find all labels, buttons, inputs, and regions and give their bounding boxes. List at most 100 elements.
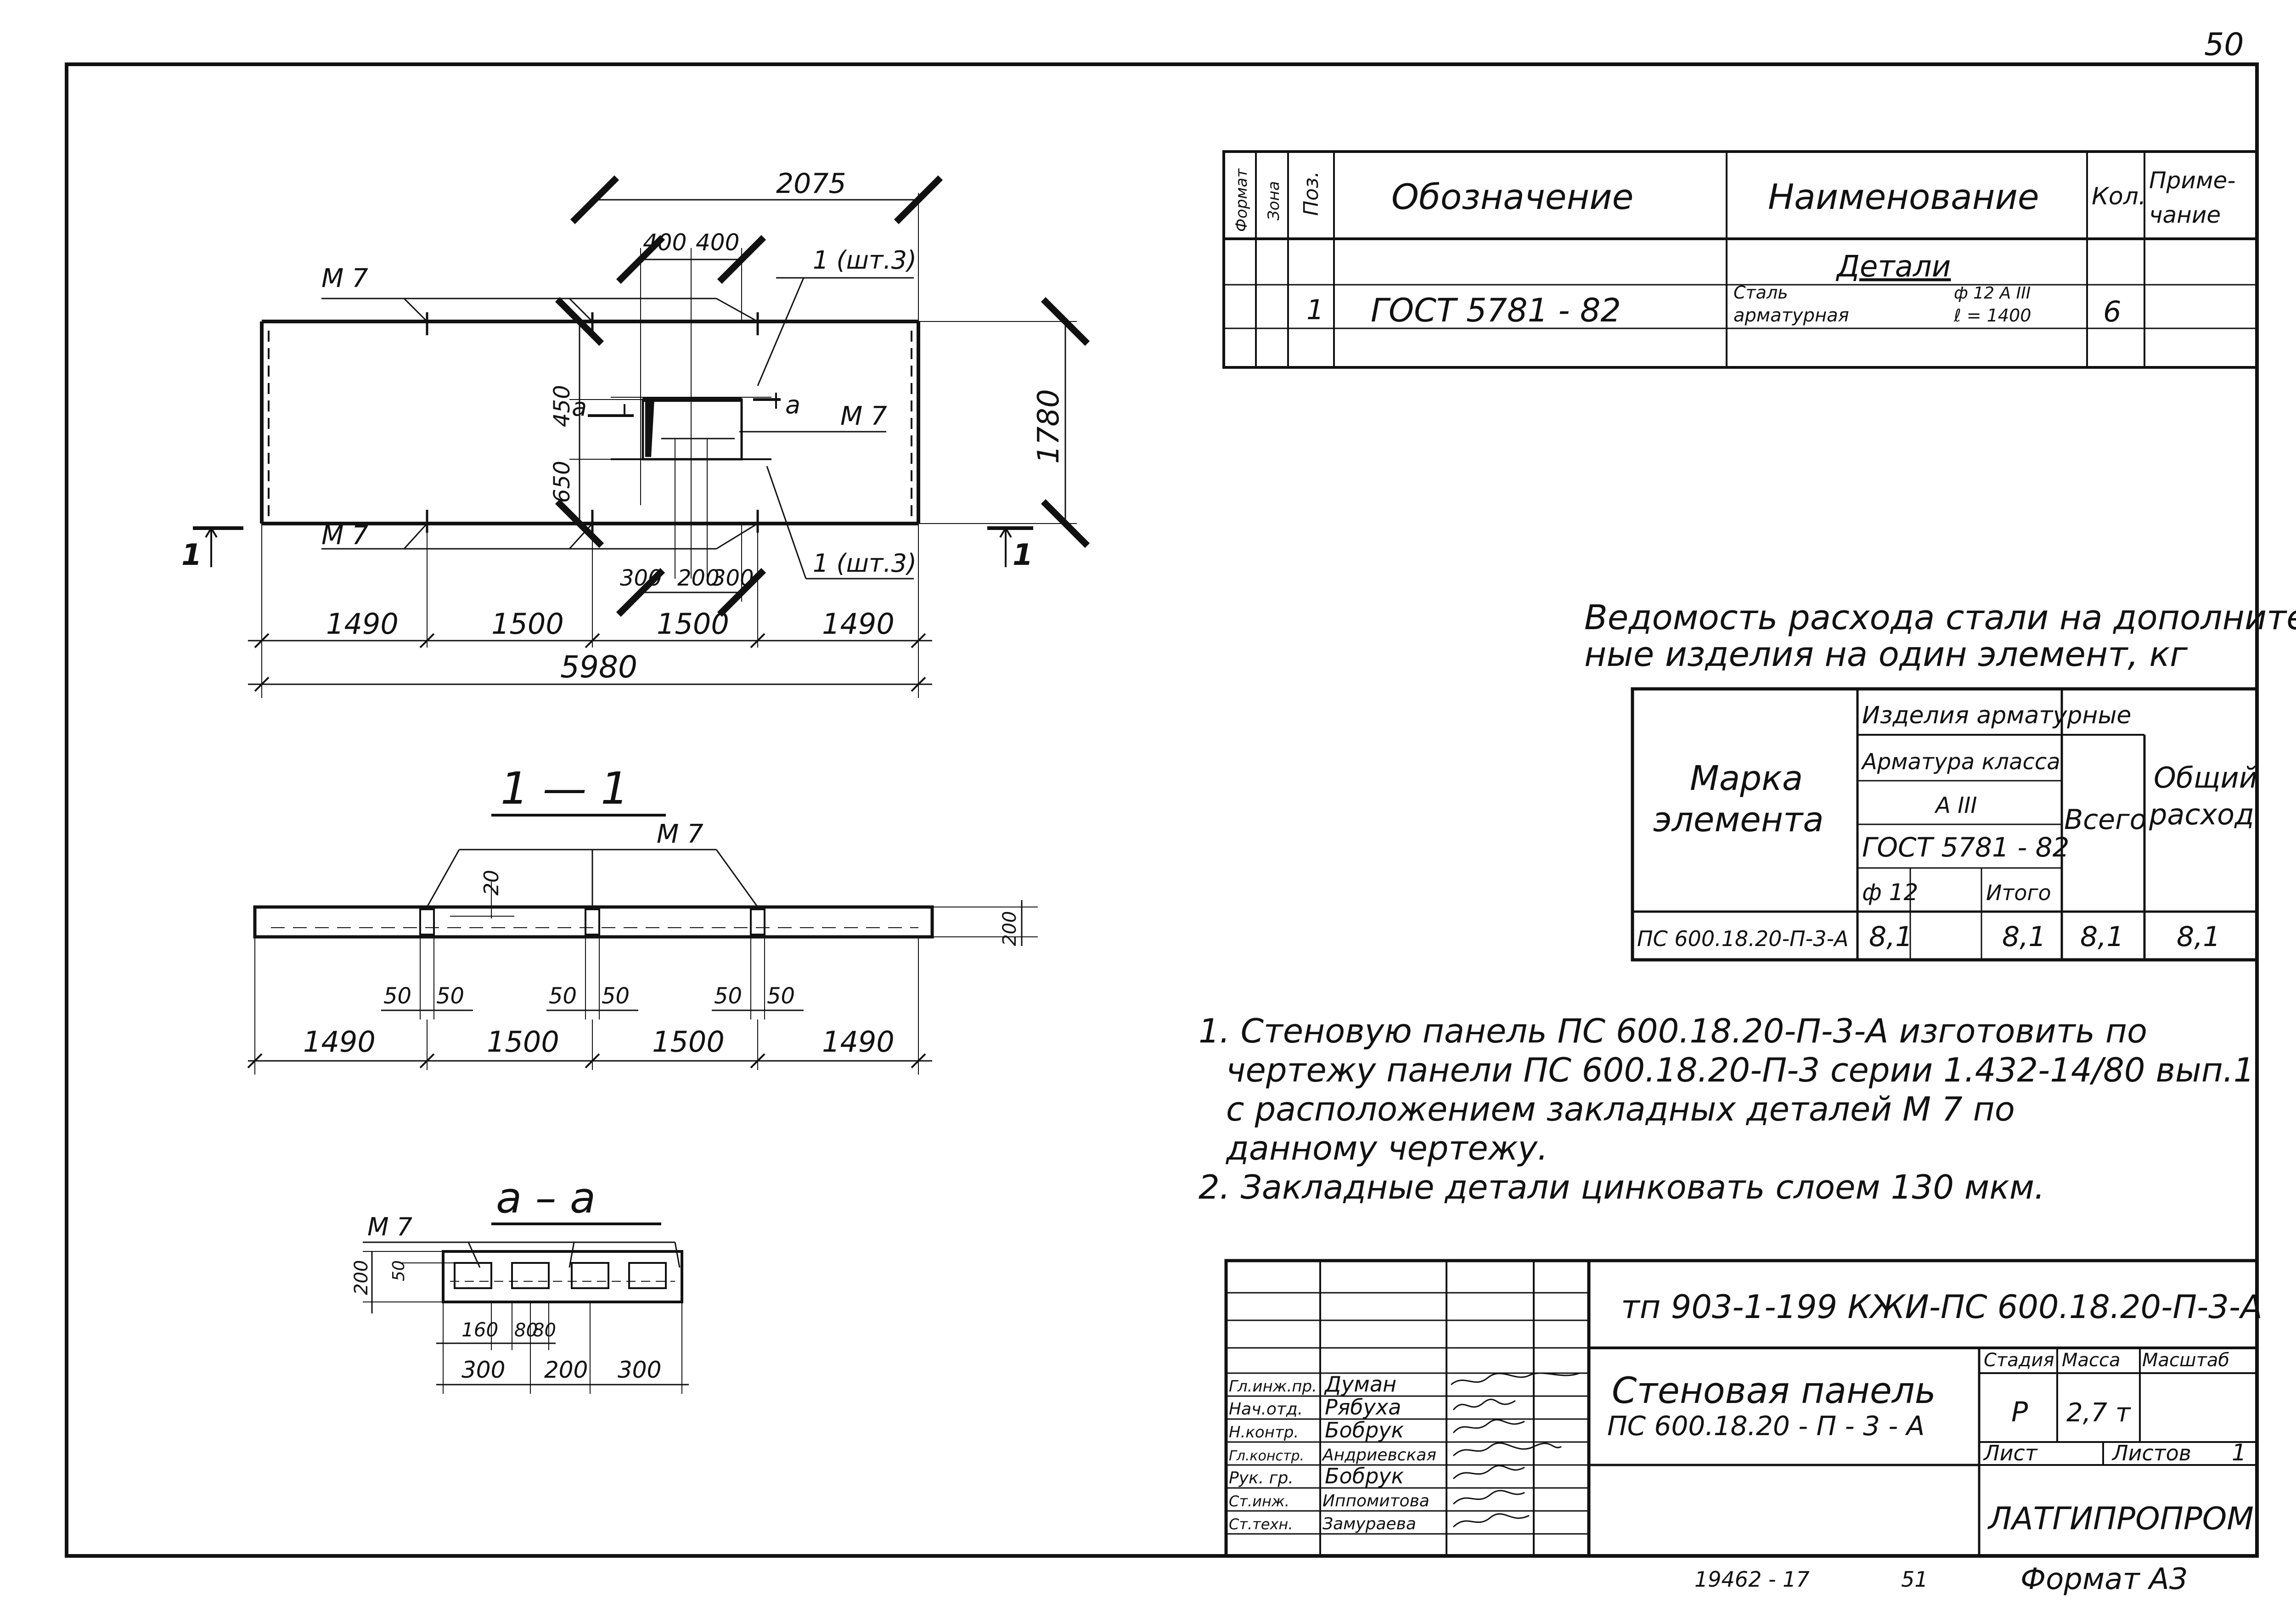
section-a-a-dim-50: 50 — [389, 1260, 408, 1281]
steel-row-itogo: 8,1 — [2002, 921, 2046, 953]
spec-header-format: Формат — [1232, 168, 1251, 232]
steel-row-d12: 8,1 — [1869, 921, 1913, 953]
staff-role-5: Рук. гр. — [1229, 1469, 1294, 1487]
note-line-3: с расположением закладных деталей М 7 по — [1226, 1090, 2015, 1128]
steel-col-mark-2: элемента — [1653, 800, 1824, 839]
section-1-1-dim-row-4: 1490 — [822, 1025, 895, 1059]
spec-row-name-1: Сталь — [1733, 282, 1788, 303]
plan-dim-row-1: 1490 — [326, 607, 399, 641]
steel-col-gost: ГОСТ 5781 - 82 — [1862, 832, 2070, 863]
sheet-frame — [65, 62, 2259, 1558]
plan-dim-total: 5980 — [560, 649, 637, 685]
section-a-a-m7: М 7 — [367, 1212, 412, 1241]
section-a-a: а – а М 7 200 50 160 80 80 — [351, 1173, 689, 1394]
plan-dim-2075: 2075 — [776, 168, 846, 200]
steel-col-d12: ф 12 — [1862, 879, 1918, 906]
steel-table-title-1: Ведомость расхода стали на дополнитель- — [1584, 598, 2296, 637]
section-a-a-title: а – а — [496, 1173, 596, 1223]
section-a-a-dim-200: 200 — [351, 1260, 372, 1295]
plan-dim-300a: 300 — [620, 565, 662, 591]
steel-table-title-2: ные изделия на один элемент, кг — [1584, 635, 2188, 674]
plan-dim-400b: 400 — [696, 229, 739, 256]
staff-role-3: Н.контр. — [1229, 1423, 1299, 1442]
section-1-1-dim-20: 20 — [480, 870, 503, 896]
spec-table: Формат Зона Поз. Обозначение Наименовани… — [1222, 150, 2258, 369]
title-line-2: ПС 600.18.20 - П - 3 - А — [1607, 1410, 1925, 1442]
note-line-5: 2. Закладные детали цинковать слоем 130 … — [1199, 1168, 2045, 1206]
spec-header-note-2: чание — [2149, 202, 2221, 228]
staff-name-2: Рябуха — [1325, 1395, 1401, 1420]
staff-role-1: Гл.инж.пр. — [1229, 1377, 1317, 1396]
plan-dim-400a: 400 — [643, 229, 687, 256]
title-sheets-label: Листов — [2111, 1441, 2191, 1465]
plan-callout-top: 1 (шт.3) — [813, 246, 917, 275]
spec-row-qty: 6 — [2103, 295, 2121, 328]
title-stage-label: Стадия — [1984, 1350, 2054, 1371]
section-1-1-dim-50-2: 50 — [436, 983, 464, 1009]
steel-col-total-1: Общий — [2154, 761, 2257, 794]
steel-col-mark-1: Марка — [1690, 759, 1803, 798]
notes: 1. Стеновую панель ПС 600.18.20-П-3-А из… — [1199, 1012, 2255, 1206]
footer: 19462 - 17 51 Формат А3 — [1694, 1562, 2188, 1596]
title-mass: 2,7 т — [2066, 1398, 2131, 1428]
title-block: тп 903-1-199 КЖИ-ПС 600.18.20-П-3-А Стен… — [1224, 1259, 2262, 1558]
staff-role-2: Нач.отд. — [1229, 1400, 1303, 1419]
section-1-1-dim-50-5: 50 — [714, 983, 742, 1009]
spec-row-size-1: ф 12 А III — [1954, 284, 2031, 303]
spec-header-qty: Кол. — [2092, 183, 2146, 210]
staff-name-3: Бобрук — [1325, 1418, 1404, 1442]
footer-archive-no: 19462 - 17 — [1694, 1567, 1810, 1592]
steel-row-mark: ПС 600.18.20-П-3-А — [1637, 926, 1849, 951]
staff-name-4: Андриевская — [1322, 1446, 1436, 1465]
section-1-1-dim-50-6: 50 — [767, 983, 795, 1009]
section-a-a-dim-160: 160 — [461, 1318, 498, 1341]
section-1-1-m7: М 7 — [657, 819, 703, 849]
spec-header-name: Наименование — [1768, 176, 2039, 217]
plan-m7-right-label: М 7 — [840, 401, 887, 431]
title-stage: Р — [2011, 1396, 2028, 1428]
plan-dim-1780: 1780 — [1032, 389, 1066, 464]
staff-role-7: Ст.техн. — [1229, 1515, 1293, 1533]
section-a-a-dim-80b: 80 — [533, 1320, 556, 1341]
steel-row-total: 8,1 — [2177, 921, 2220, 953]
title-line-1: Стеновая панель — [1612, 1370, 1936, 1412]
plan-m7-bottom-label: М 7 — [321, 521, 368, 551]
plan-dim-200: 200 — [677, 565, 720, 591]
spec-header-pos: Поз. — [1300, 171, 1323, 216]
section-1-1-dim-50-1: 50 — [383, 983, 411, 1009]
plan-callout-bottom: 1 (шт.3) — [813, 549, 917, 578]
footer-page-alt: 51 — [1901, 1567, 1928, 1592]
plan-a-right: а — [785, 390, 800, 419]
note-line-2: чертежу панели ПС 600.18.20-П-3 серии 1.… — [1226, 1051, 2255, 1089]
section-1-1-dim-row-1: 1490 — [303, 1025, 376, 1059]
note-line-4: данному чертежу. — [1225, 1129, 1548, 1167]
title-scale-label: Масштаб — [2142, 1350, 2229, 1371]
section-1-1-dim-50-3: 50 — [549, 983, 577, 1009]
section-a-a-dim-200b: 200 — [544, 1357, 588, 1383]
note-line-1: 1. Стеновую панель ПС 600.18.20-П-3-А из… — [1199, 1012, 2147, 1050]
spec-header-zone: Зона — [1265, 181, 1283, 220]
steel-col-itogo: Итого — [1986, 880, 2051, 905]
section-1-1-dim-200: 200 — [999, 911, 1020, 946]
spec-section-title: Детали — [1835, 250, 1951, 284]
steel-col-total-2: расход — [2149, 798, 2254, 831]
section-1-1-dim-row-2: 1500 — [487, 1025, 559, 1059]
staff-role-4: Гл.констр. — [1229, 1448, 1304, 1464]
steel-row-vsego: 8,1 — [2080, 921, 2124, 953]
steel-col-vsego: Всего — [2064, 804, 2146, 836]
steel-col-items: Изделия арматурные — [1862, 702, 2131, 729]
plan-section-mark-right: 1 — [1013, 538, 1033, 572]
section-1-1: 1 — 1 М 7 20 200 50 50 50 5 — [247, 763, 1038, 1075]
staff-role-6: Ст.инж. — [1229, 1493, 1289, 1510]
section-a-a-dim-300b: 300 — [618, 1357, 661, 1383]
staff-name-5: Бобрук — [1325, 1464, 1404, 1488]
steel-col-class: Арматура класса — [1861, 749, 2060, 775]
title-mass-label: Масса — [2062, 1350, 2121, 1371]
plan-dim-450: 450 — [549, 385, 575, 427]
staff-name-7: Замураева — [1322, 1515, 1416, 1533]
title-organization: ЛАТГИПРОПРОМ — [1987, 1501, 2254, 1537]
plan-dim-row-3: 1500 — [657, 607, 729, 641]
plan-m7-top-label: М 7 — [321, 264, 368, 293]
spec-row-name-2: арматурная — [1733, 305, 1849, 326]
